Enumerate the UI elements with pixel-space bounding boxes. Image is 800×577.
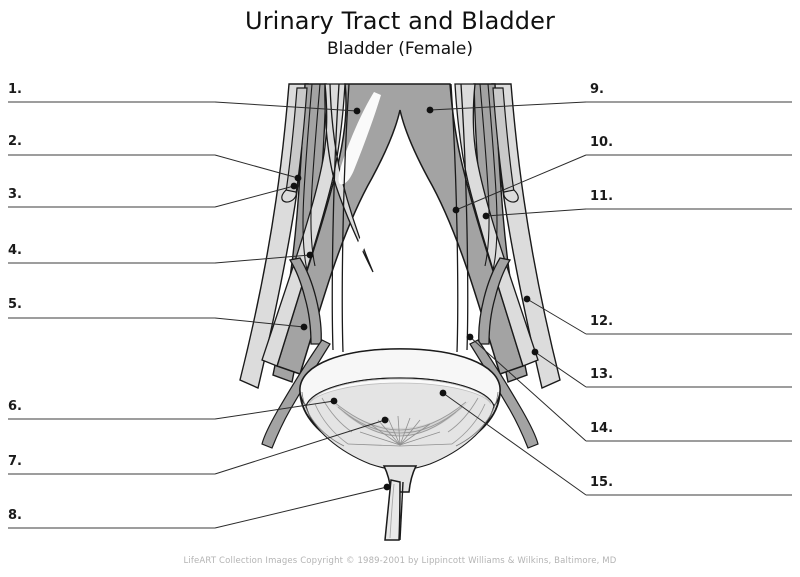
label-number-9: 9. (590, 82, 604, 97)
bladder-interior-cavity (305, 377, 495, 471)
label-number-2: 2. (8, 134, 22, 149)
label-number-1: 1. (8, 82, 22, 97)
leader-line-6 (214, 400, 335, 420)
label-number-15: 15. (590, 475, 614, 490)
anchor-dot-10 (452, 206, 460, 214)
left-accessory-strand-a (302, 83, 313, 271)
label-number-3: 3. (8, 187, 22, 202)
label-number-11: 11. (590, 189, 614, 204)
urethra-right-wall (399, 481, 404, 541)
leader-line-3 (214, 185, 295, 208)
urinary-tract-figure (239, 83, 561, 541)
bladder-trigone (330, 400, 470, 436)
leader-line-2 (214, 154, 299, 179)
bladder-left-shadow (301, 391, 345, 447)
anchor-dot-9 (426, 106, 434, 114)
leader-line-12 (526, 298, 587, 335)
leader-line-15 (442, 392, 587, 496)
right-inner-pale-wedge (454, 83, 539, 367)
left-inner-pale-wedge (261, 83, 374, 367)
left-ovarian-vessel-tip (281, 189, 297, 203)
right-internal-iliac-branch (478, 257, 512, 345)
anchor-dot-11 (482, 212, 490, 220)
right-accessory-strand-b (479, 83, 490, 267)
page-subtitle: Bladder (Female) (327, 39, 473, 59)
label-number-14: 14. (590, 421, 614, 436)
anchor-dot-2 (294, 174, 302, 182)
left-internal-iliac-branch (288, 257, 322, 345)
leader-line-4 (214, 254, 311, 264)
leader-line-9 (429, 101, 587, 111)
label-number-10: 10. (590, 135, 614, 150)
anchor-dot-13 (531, 348, 539, 356)
right-accessory-strand-a (487, 83, 498, 271)
anchor-dot-4 (306, 251, 314, 259)
anchor-dot-6 (330, 397, 338, 405)
label-number-4: 4. (8, 243, 22, 258)
leader-lines-group (214, 101, 587, 529)
page-title: Urinary Tract and Bladder (245, 7, 555, 35)
anchor-dot-15 (439, 389, 447, 397)
urethra (384, 479, 401, 541)
leader-anchor-dots (290, 106, 539, 491)
leader-line-14 (469, 336, 587, 442)
leader-line-10 (455, 154, 587, 211)
label-number-5: 5. (8, 297, 22, 312)
urethra-lumen-line (389, 483, 395, 539)
leader-line-1 (214, 101, 358, 112)
right-ureter-edge (450, 83, 459, 353)
answer-rule-lines (8, 101, 792, 529)
bladder-interior-rim-band (308, 378, 492, 405)
left-accessory-strand-b (310, 83, 321, 267)
label-number-12: 12. (590, 314, 614, 329)
anchor-dot-14 (466, 333, 474, 341)
anchor-dot-7 (381, 416, 389, 424)
anchor-dot-1 (353, 107, 361, 115)
label-number-7: 7. (8, 454, 22, 469)
left-ureter-edge (341, 83, 350, 353)
right-ovarian-vessel-tip (503, 189, 519, 203)
aorta-highlight (338, 92, 381, 185)
leader-line-8 (214, 486, 388, 529)
copyright-notice: LifeART Collection Images Copyright © 19… (183, 556, 617, 566)
anchor-dot-5 (300, 323, 308, 331)
leader-line-13 (534, 351, 587, 388)
leader-line-7 (214, 419, 386, 475)
anchor-dot-8 (383, 483, 391, 491)
label-number-6: 6. (8, 399, 22, 414)
anchor-dot-3 (290, 182, 298, 190)
left-ureter (331, 83, 340, 351)
right-ureter (460, 83, 469, 351)
bladder-neck-fan-folds (347, 415, 453, 447)
title-block: Urinary Tract and Bladder Bladder (Femal… (0, 6, 800, 61)
leader-line-11 (485, 208, 587, 217)
label-number-13: 13. (590, 367, 614, 382)
bladder-rugae-folds (314, 397, 486, 445)
label-number-8: 8. (8, 508, 22, 523)
anchor-dot-12 (523, 295, 531, 303)
leader-line-5 (214, 317, 305, 328)
